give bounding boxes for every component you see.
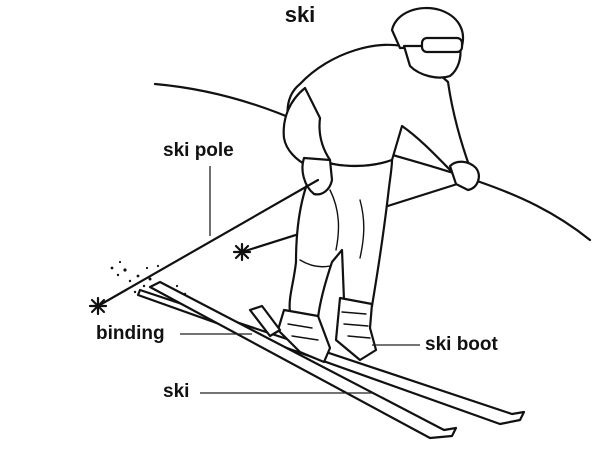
skier-face <box>402 44 462 79</box>
skier-left-arm <box>282 86 332 168</box>
skier-legs <box>288 158 394 320</box>
ski-goggles <box>420 36 464 54</box>
label-ski-boot: ski boot <box>425 334 498 355</box>
label-binding: binding <box>96 323 165 344</box>
boot-buckles <box>287 311 371 341</box>
label-ski: ski <box>163 381 190 402</box>
diagram-title: ski <box>284 2 316 27</box>
pant-fold-lines <box>299 189 365 268</box>
pole-basket-front <box>88 296 108 316</box>
skier-right-hand <box>448 160 480 192</box>
ski-boot-right <box>334 296 378 362</box>
ski-binding <box>248 304 282 338</box>
label-ski-pole: ski pole <box>163 140 234 161</box>
pole-basket-back <box>232 242 252 262</box>
ski-pole-front <box>96 178 320 308</box>
ski-right <box>148 280 458 440</box>
